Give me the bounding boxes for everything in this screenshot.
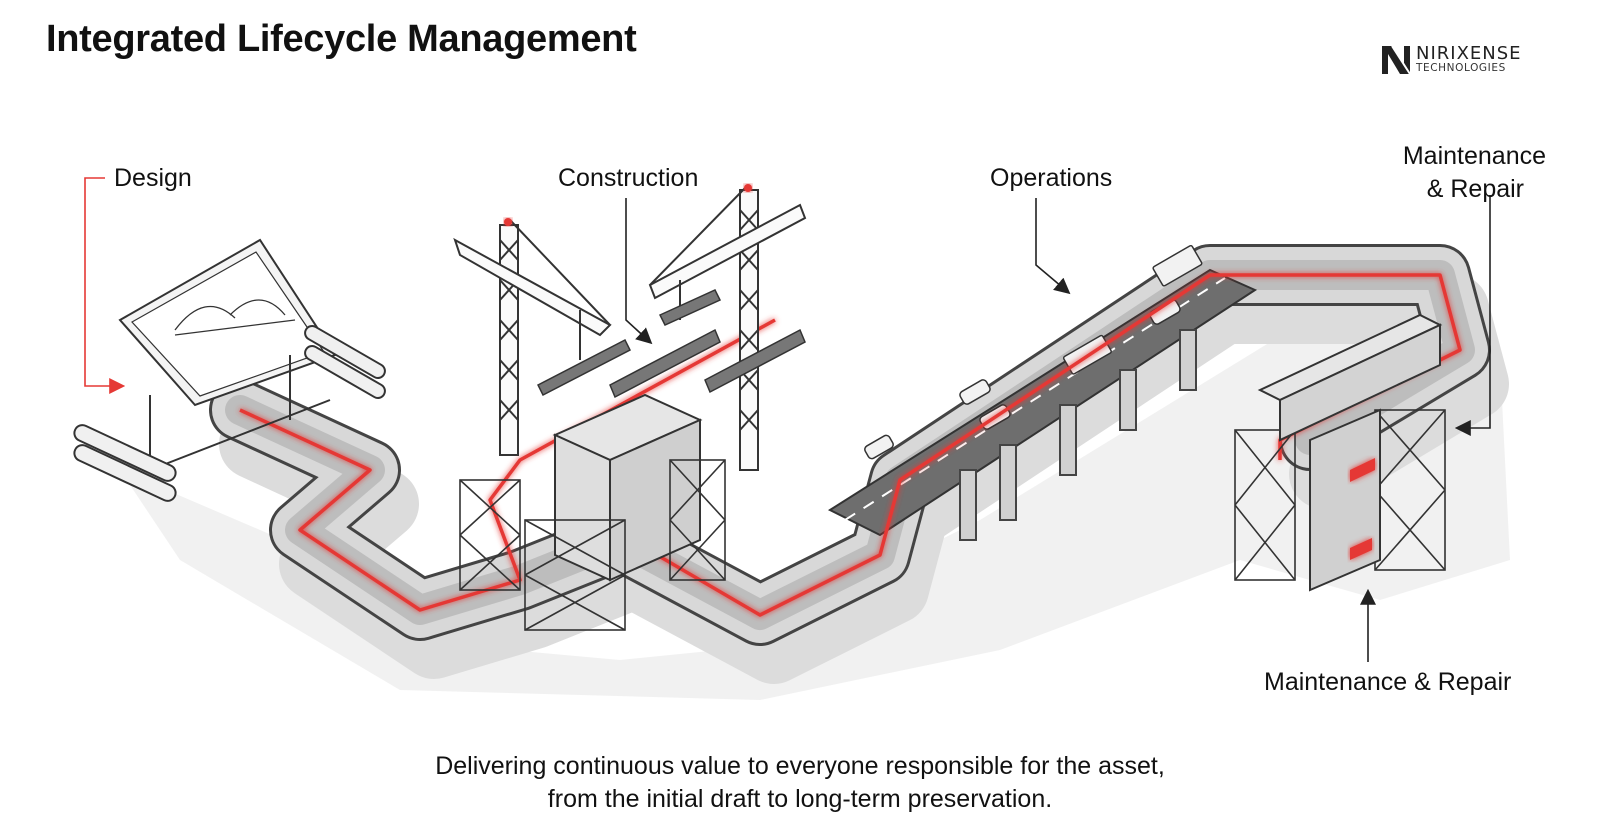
page-title: Integrated Lifecycle Management (46, 18, 637, 60)
steel-girders (536, 289, 806, 399)
design-callout-line (84, 177, 126, 394)
stage-label-design: Design (114, 164, 192, 192)
tower-crane-left (453, 218, 612, 456)
nx-logo-icon (1382, 45, 1411, 75)
logo-name: NIRIXENSE (1416, 43, 1522, 64)
car-icon (864, 434, 894, 460)
ground-shadow (120, 330, 1510, 700)
stage-label-construction: Construction (558, 164, 699, 192)
footer-tagline: Delivering continuous value to everyone … (0, 750, 1600, 816)
construction-callout-line (625, 198, 653, 345)
stage-label-maintenance-top-line1: Maintenance (1402, 142, 1546, 170)
maintenance-top-callout-line (1454, 195, 1491, 436)
company-logo: NIRIXENSE TECHNOLOGIES (1378, 42, 1538, 78)
maintenance-pier (1257, 313, 1443, 592)
footer-tagline-line2: from the initial draft to long-term pres… (547, 785, 1053, 813)
car-icon (959, 379, 991, 405)
footer-tagline-line1: Delivering continuous value to everyone … (435, 752, 1165, 780)
operations-callout-line (1035, 198, 1071, 295)
blueprint-rolls-icon (73, 325, 386, 502)
stage-label-maintenance-top-line2: & Repair (1426, 174, 1524, 203)
tower-crane-right (648, 184, 807, 471)
truck-icon (1152, 244, 1203, 287)
stage-label-maintenance-bottom: Maintenance & Repair (1264, 668, 1512, 696)
drafting-table (73, 238, 386, 502)
stage-label-maintenance-top: Maintenance & Repair (1330, 140, 1546, 205)
logo-subtitle: TECHNOLOGIES (1416, 62, 1506, 74)
stage-label-operations: Operations (990, 164, 1113, 192)
